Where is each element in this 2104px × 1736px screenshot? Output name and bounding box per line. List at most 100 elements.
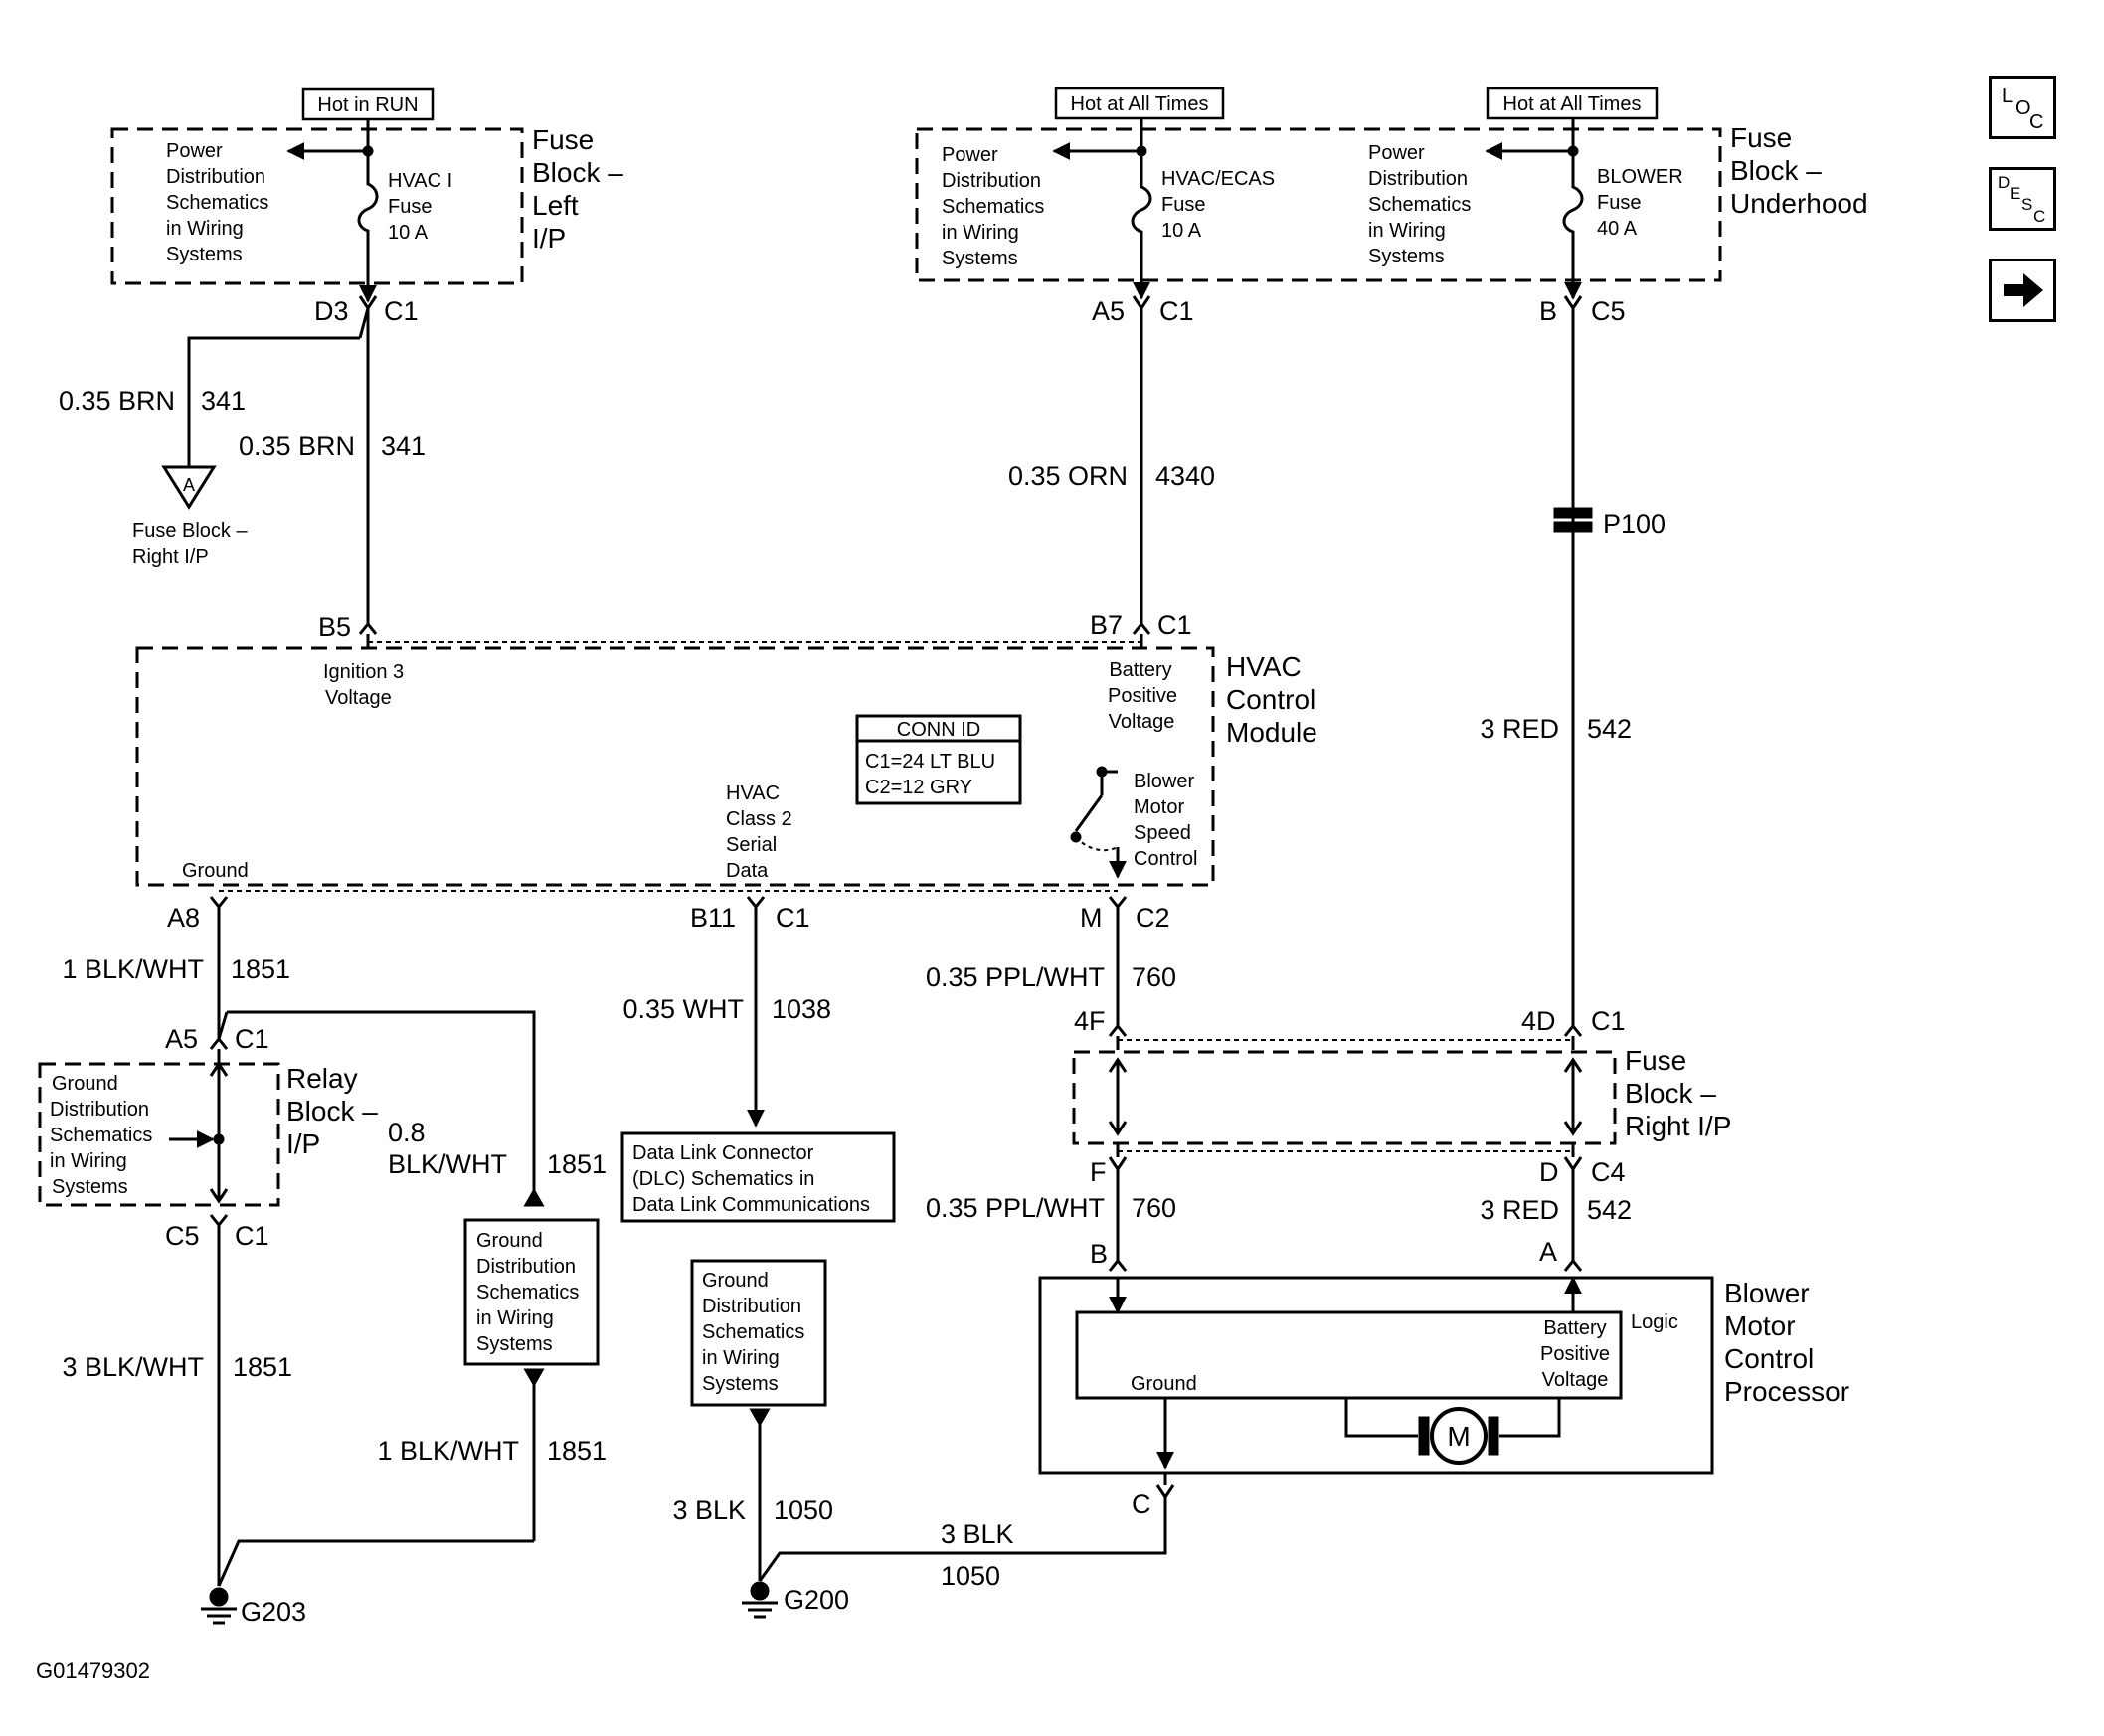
- desc-letter-c: C: [2033, 207, 2045, 226]
- conn-id-box: [855, 714, 1022, 805]
- hot-all-label-2: Hot at All Times: [1503, 93, 1642, 115]
- svg-text:Systems: Systems: [52, 1176, 128, 1198]
- bmcp-logic-label: Logic: [1631, 1311, 1678, 1333]
- power-ref-left: Power Distribution Schematics in Wiring …: [166, 140, 268, 265]
- svg-text:BLOWER: BLOWER: [1597, 166, 1683, 188]
- wire-brn-b-gauge: 0.35 BRN: [239, 432, 355, 461]
- svg-text:I/P: I/P: [532, 223, 566, 254]
- pin-c: C: [1132, 1489, 1151, 1519]
- svg-text:Module: Module: [1226, 717, 1317, 748]
- svg-text:Speed: Speed: [1134, 822, 1191, 844]
- wire-blk-3-num: 1050: [774, 1495, 833, 1525]
- svg-text:Schematics: Schematics: [476, 1282, 579, 1303]
- svg-text:Control: Control: [1226, 684, 1315, 715]
- svg-text:Motor: Motor: [1134, 796, 1184, 818]
- location-button[interactable]: L O C: [1989, 76, 2056, 139]
- wire-blkwht08-color: BLK/WHT: [388, 1149, 507, 1179]
- relay-block-frame: [38, 1062, 280, 1207]
- svg-text:Right I/P: Right I/P: [132, 546, 209, 568]
- fuse-block-right-title: Fuse Block – Right I/P: [1625, 1045, 1731, 1141]
- svg-text:Distribution: Distribution: [50, 1099, 149, 1121]
- wire-blkwht-1b-num: 1851: [547, 1436, 607, 1466]
- svg-text:Data Link Connector: Data Link Connector: [632, 1142, 814, 1164]
- dlc-label: Data Link Connector (DLC) Schematics in …: [632, 1142, 870, 1216]
- pin-c1: C1: [776, 903, 810, 933]
- blower-fuse-label: BLOWER Fuse 40 A: [1597, 166, 1683, 240]
- p100-splice: [1553, 507, 1593, 535]
- pin-4d: 4D: [1521, 1006, 1556, 1036]
- svg-text:Voltage: Voltage: [1542, 1369, 1609, 1391]
- blower-fuse-symbol: [1562, 151, 1584, 268]
- wire-blk-3-gauge: 3 BLK: [672, 1495, 746, 1525]
- svg-text:Data: Data: [726, 860, 769, 882]
- pin-f: F: [1090, 1157, 1107, 1187]
- svg-text:Positive: Positive: [1540, 1343, 1610, 1365]
- wire-blkwht-1-gauge: 1 BLK/WHT: [62, 955, 204, 984]
- serial-data-label: HVAC Class 2 Serial Data: [726, 782, 792, 882]
- wire-red-1-gauge: 3 RED: [1480, 714, 1559, 744]
- fuse-block-underhood-title: Fuse Block – Underhood: [1730, 122, 1868, 219]
- wire-ppl-2-num: 760: [1132, 1193, 1176, 1223]
- svg-text:Fuse Block –: Fuse Block –: [132, 520, 248, 542]
- wire-ppl-1-num: 760: [1132, 962, 1176, 992]
- pin-a: A: [1539, 1237, 1557, 1267]
- svg-text:Left: Left: [532, 190, 579, 221]
- svg-text:in Wiring: in Wiring: [942, 222, 1019, 244]
- svg-text:40 A: 40 A: [1597, 218, 1638, 240]
- svg-text:I/P: I/P: [286, 1128, 320, 1159]
- wire-blk-3b-num: 1050: [941, 1561, 1000, 1591]
- svg-text:Voltage: Voltage: [1109, 711, 1175, 733]
- motor-symbol: [1430, 1407, 1488, 1465]
- pin-a8: A8: [167, 903, 200, 933]
- svg-text:Fuse: Fuse: [1625, 1045, 1686, 1076]
- ground-ref-1-label: Ground Distribution Schematics in Wiring…: [476, 1230, 579, 1355]
- svg-text:Fuse: Fuse: [532, 124, 594, 155]
- connector-c5-c1-relay: [209, 1214, 229, 1228]
- svg-text:Processor: Processor: [1724, 1376, 1849, 1407]
- fuse-block-left-title: Fuse Block – Left I/P: [532, 124, 623, 254]
- connector-d-c4: [1563, 1156, 1583, 1172]
- bmcp-ground-label: Ground: [1131, 1373, 1197, 1395]
- svg-text:(DLC) Schematics in: (DLC) Schematics in: [632, 1168, 814, 1190]
- wire-blkwht08-num: 1851: [547, 1149, 607, 1179]
- p100-label: P100: [1603, 509, 1666, 539]
- connector-m-c2: [1108, 896, 1128, 910]
- svg-text:Positive: Positive: [1108, 685, 1177, 707]
- ground-ref-box-1: [463, 1218, 600, 1366]
- connector-4d-c1: [1563, 1023, 1583, 1037]
- hot-all-tag-1: [1054, 87, 1225, 120]
- svg-text:Schematics: Schematics: [166, 192, 268, 214]
- svg-text:Data Link Communications: Data Link Communications: [632, 1194, 870, 1216]
- svg-text:Blower: Blower: [1134, 771, 1194, 792]
- ground-g203-label: G203: [241, 1597, 306, 1627]
- svg-text:Fuse: Fuse: [1597, 192, 1641, 214]
- dlc-box: [620, 1131, 896, 1223]
- svg-text:10 A: 10 A: [388, 222, 429, 244]
- fuse-block-right-frame: [1072, 1050, 1617, 1145]
- svg-text:Block –: Block –: [1730, 155, 1822, 186]
- svg-text:Distribution: Distribution: [942, 170, 1041, 192]
- pin-c5: C5: [1591, 296, 1626, 326]
- svg-text:Ignition 3: Ignition 3: [323, 661, 404, 683]
- pin-c1: C1: [235, 1024, 269, 1054]
- svg-text:10 A: 10 A: [1161, 220, 1202, 242]
- pin-c1: C1: [1159, 296, 1194, 326]
- ground-ref-2-label: Ground Distribution Schematics in Wiring…: [702, 1270, 804, 1395]
- svg-text:Distribution: Distribution: [1368, 168, 1468, 190]
- blower-speed-control-label: Blower Motor Speed Control: [1134, 771, 1197, 870]
- hvac-module-title: HVAC Control Module: [1226, 651, 1317, 748]
- next-button[interactable]: [1989, 259, 2056, 322]
- wire-brn-b-num: 341: [381, 432, 426, 461]
- svg-text:Power: Power: [1368, 142, 1425, 164]
- svg-text:Ground: Ground: [702, 1270, 769, 1292]
- pin-c4: C4: [1591, 1157, 1626, 1187]
- desc-letter-e: E: [2010, 184, 2020, 203]
- description-button[interactable]: D E S C: [1989, 167, 2056, 231]
- bmcp-logic-box: [1075, 1310, 1623, 1400]
- pin-c1: C1: [1591, 1006, 1626, 1036]
- svg-text:Schematics: Schematics: [50, 1125, 152, 1146]
- svg-text:Control: Control: [1134, 848, 1197, 870]
- pin-b11: B11: [690, 903, 736, 933]
- pin-c1: C1: [235, 1221, 269, 1251]
